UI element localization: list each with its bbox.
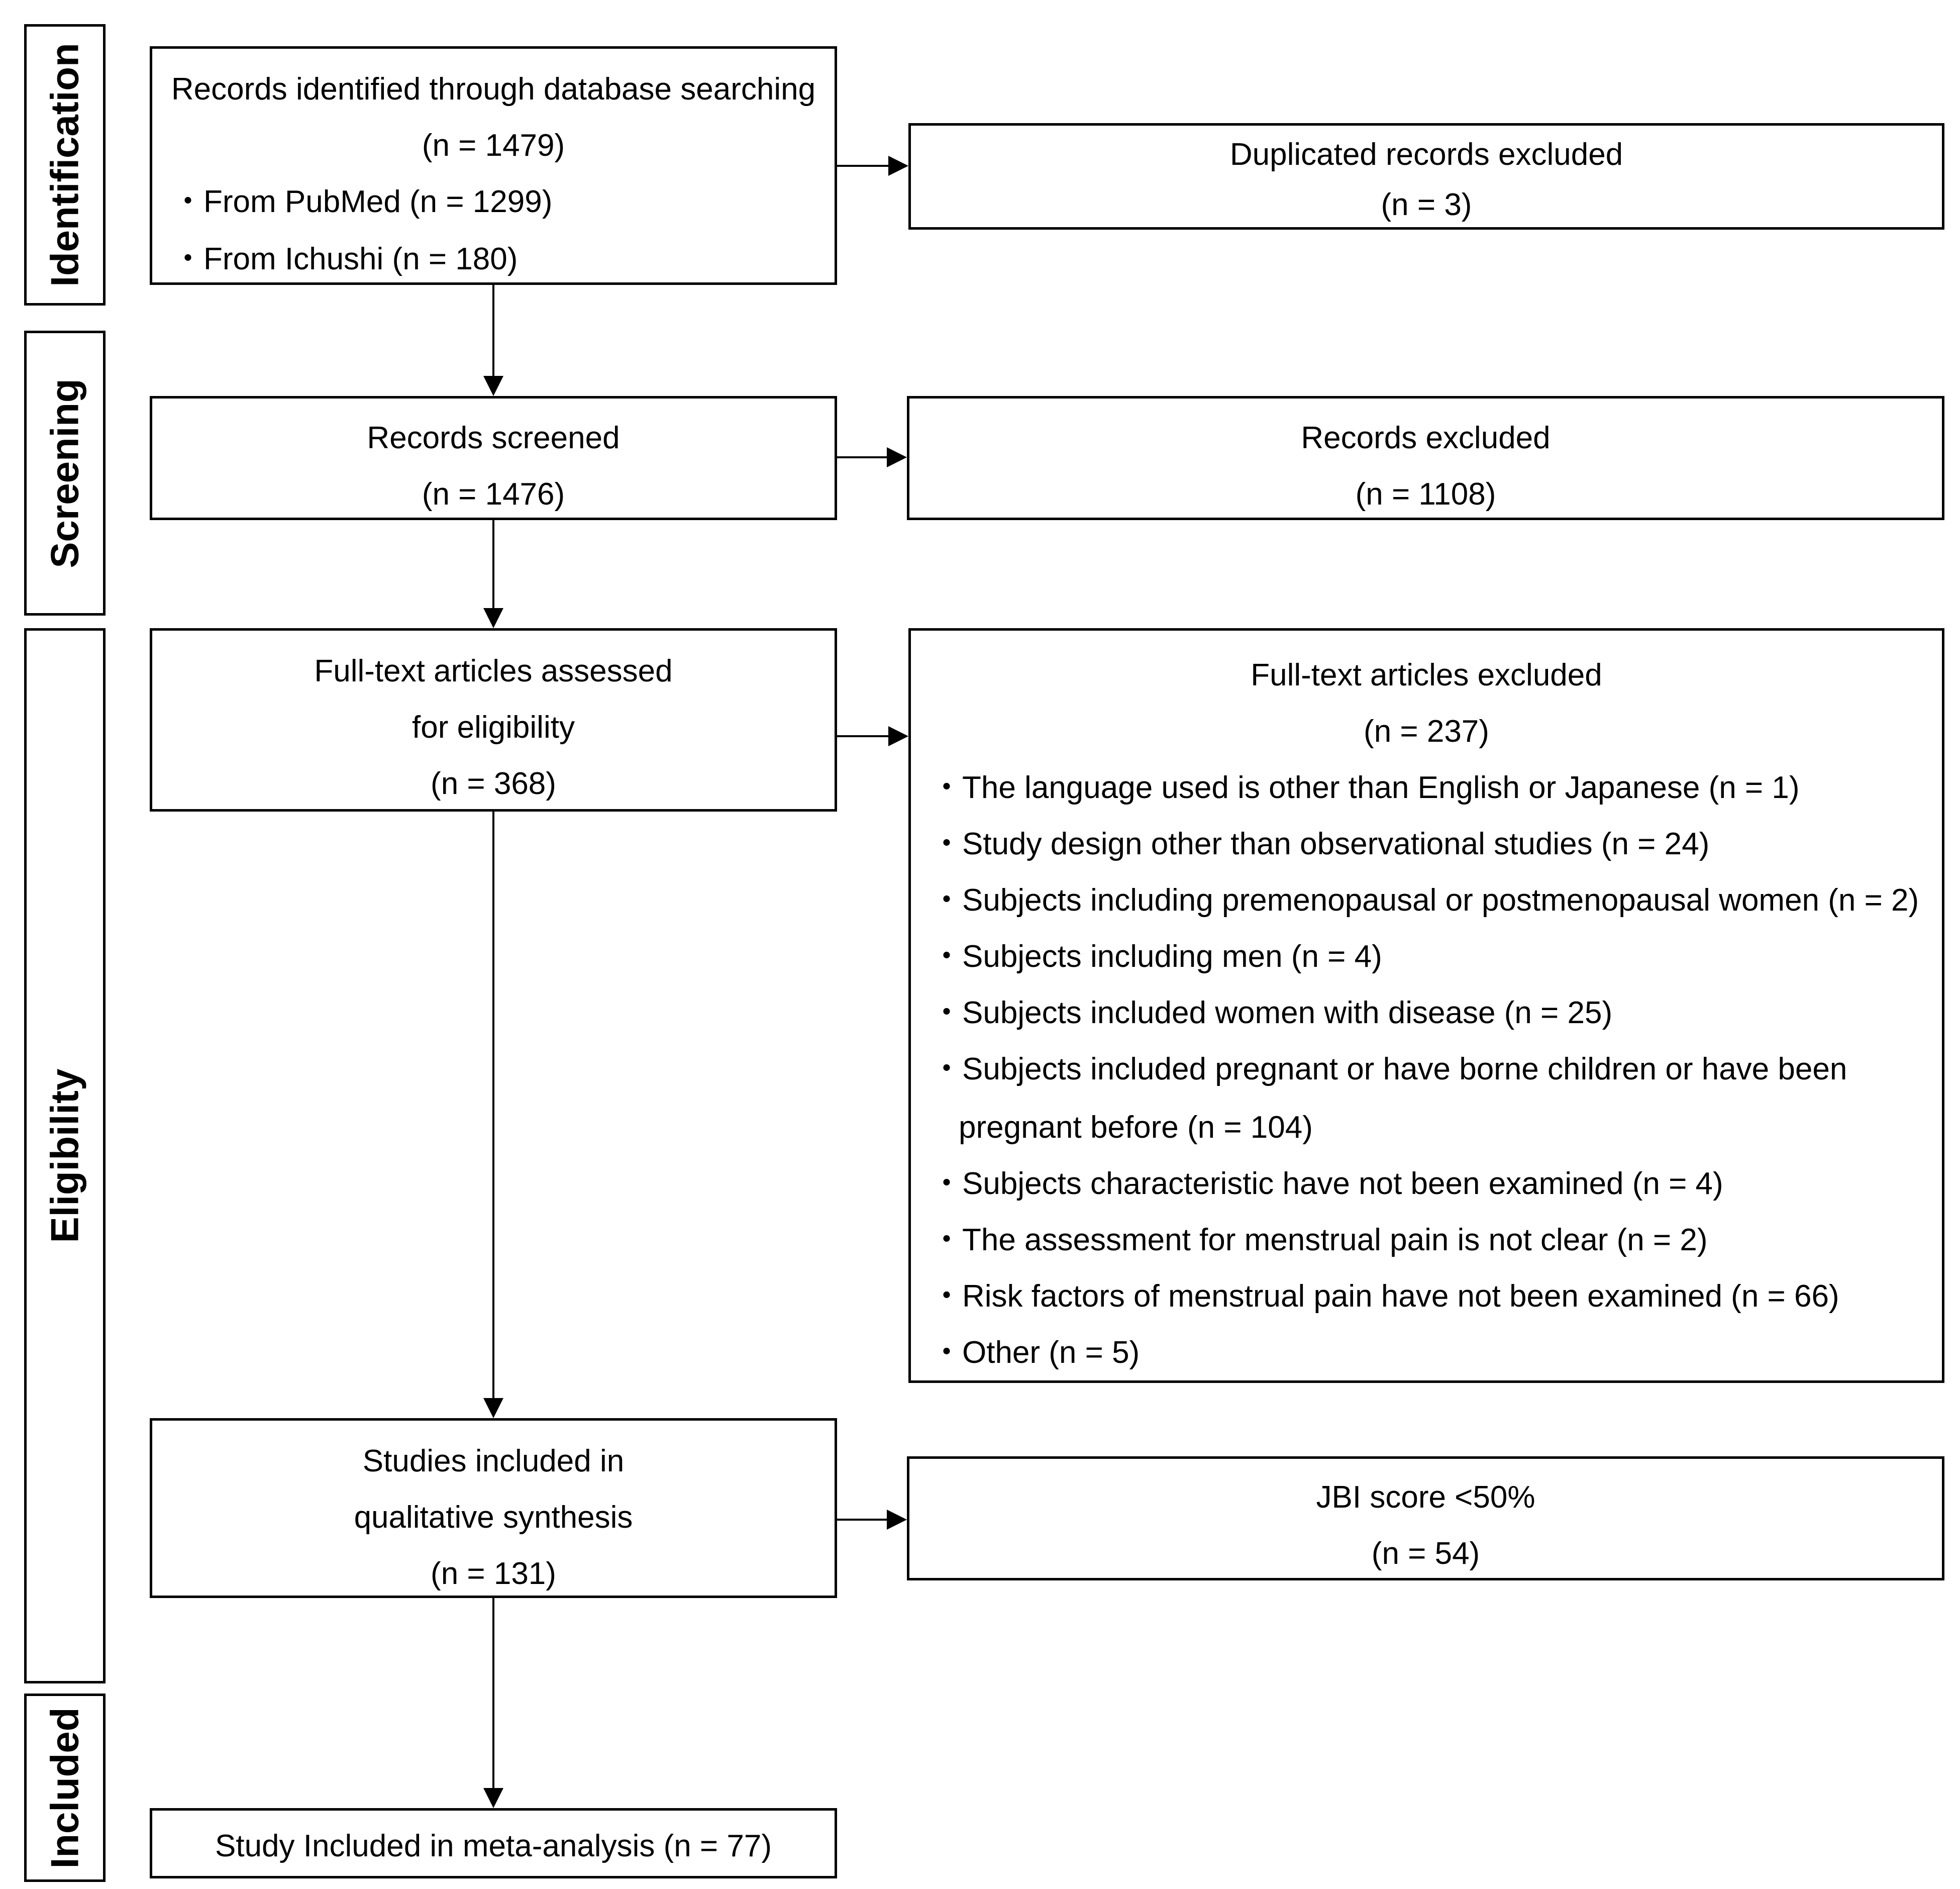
fulltext-assessed-box: Full-text articles assessed for eligibil…: [150, 628, 837, 812]
fulltext-assessed-line2: for eligibility: [412, 710, 575, 745]
duplicates-title: Duplicated records excluded: [1229, 137, 1623, 172]
exclusion-reason: ・The language used is other than English…: [931, 770, 1800, 805]
stage-eligibility: Eligibility: [24, 628, 106, 1683]
jbi-score-box: JBI score <50% (n = 54): [907, 1456, 1944, 1580]
jbi-score-title: JBI score <50%: [1316, 1480, 1535, 1515]
exclusion-reason: ・Risk factors of menstrual pain have not…: [931, 1279, 1839, 1314]
meta-analysis-title: Study Included in meta-analysis (n = 77): [215, 1829, 772, 1863]
exclusion-reason: ・Subjects included women with disease (n…: [931, 996, 1613, 1030]
qualitative-synthesis-line2: qualitative synthesis: [354, 1500, 633, 1535]
records-screened-box: Records screened (n = 1476): [150, 396, 837, 520]
stage-screening: Screening: [24, 331, 106, 616]
records-excluded-count: (n = 1108): [1355, 477, 1496, 512]
qualitative-synthesis-box: Studies included in qualitative synthesi…: [150, 1418, 837, 1598]
records-screened-count: (n = 1476): [422, 477, 565, 512]
records-excluded-box: Records excluded (n = 1108): [907, 396, 1944, 520]
fulltext-excluded-box: Full-text articles excluded (n = 237) ・T…: [908, 628, 1944, 1383]
exclusion-reason: ・Subjects included pregnant or have born…: [931, 1052, 1847, 1086]
records-identified-count: (n = 1479): [422, 128, 565, 163]
meta-analysis-box: Study Included in meta-analysis (n = 77): [150, 1808, 837, 1878]
exclusion-reason: ・The assessment for menstrual pain is no…: [931, 1223, 1708, 1257]
fulltext-assessed-count: (n = 368): [431, 766, 556, 801]
duplicates-box: Duplicated records excluded (n = 3): [908, 123, 1944, 230]
exclusion-reason: ・Subjects including men (n = 4): [931, 939, 1382, 974]
qualitative-synthesis-count: (n = 131): [431, 1556, 556, 1591]
exclusion-reason: ・Subjects including premenopausal or pos…: [931, 883, 1919, 918]
stage-included: Included: [24, 1694, 106, 1882]
exclusion-reason-continued: pregnant before (n = 104): [959, 1110, 1313, 1145]
records-excluded-title: Records excluded: [1301, 421, 1551, 455]
exclusion-reason: ・Subjects characteristic have not been e…: [931, 1166, 1723, 1201]
duplicates-count: (n = 3): [1381, 187, 1472, 222]
stage-identification: Identification: [24, 24, 106, 306]
records-identified-box: Records identified through database sear…: [150, 46, 837, 285]
jbi-score-count: (n = 54): [1371, 1536, 1480, 1571]
fulltext-excluded-title: Full-text articles excluded: [1251, 658, 1602, 692]
fulltext-assessed-line1: Full-text articles assessed: [314, 654, 673, 688]
qualitative-synthesis-line1: Studies included in: [362, 1444, 625, 1478]
exclusion-reason: ・Study design other than observational s…: [931, 827, 1710, 861]
records-identified-title: Records identified through database sear…: [171, 72, 816, 107]
source-pubmed: ・From PubMed (n = 1299): [172, 184, 553, 219]
fulltext-excluded-count: (n = 237): [1364, 714, 1489, 749]
records-screened-title: Records screened: [367, 421, 620, 455]
exclusion-reason: ・Other (n = 5): [931, 1335, 1140, 1370]
source-ichushi: ・From Ichushi (n = 180): [172, 242, 518, 276]
